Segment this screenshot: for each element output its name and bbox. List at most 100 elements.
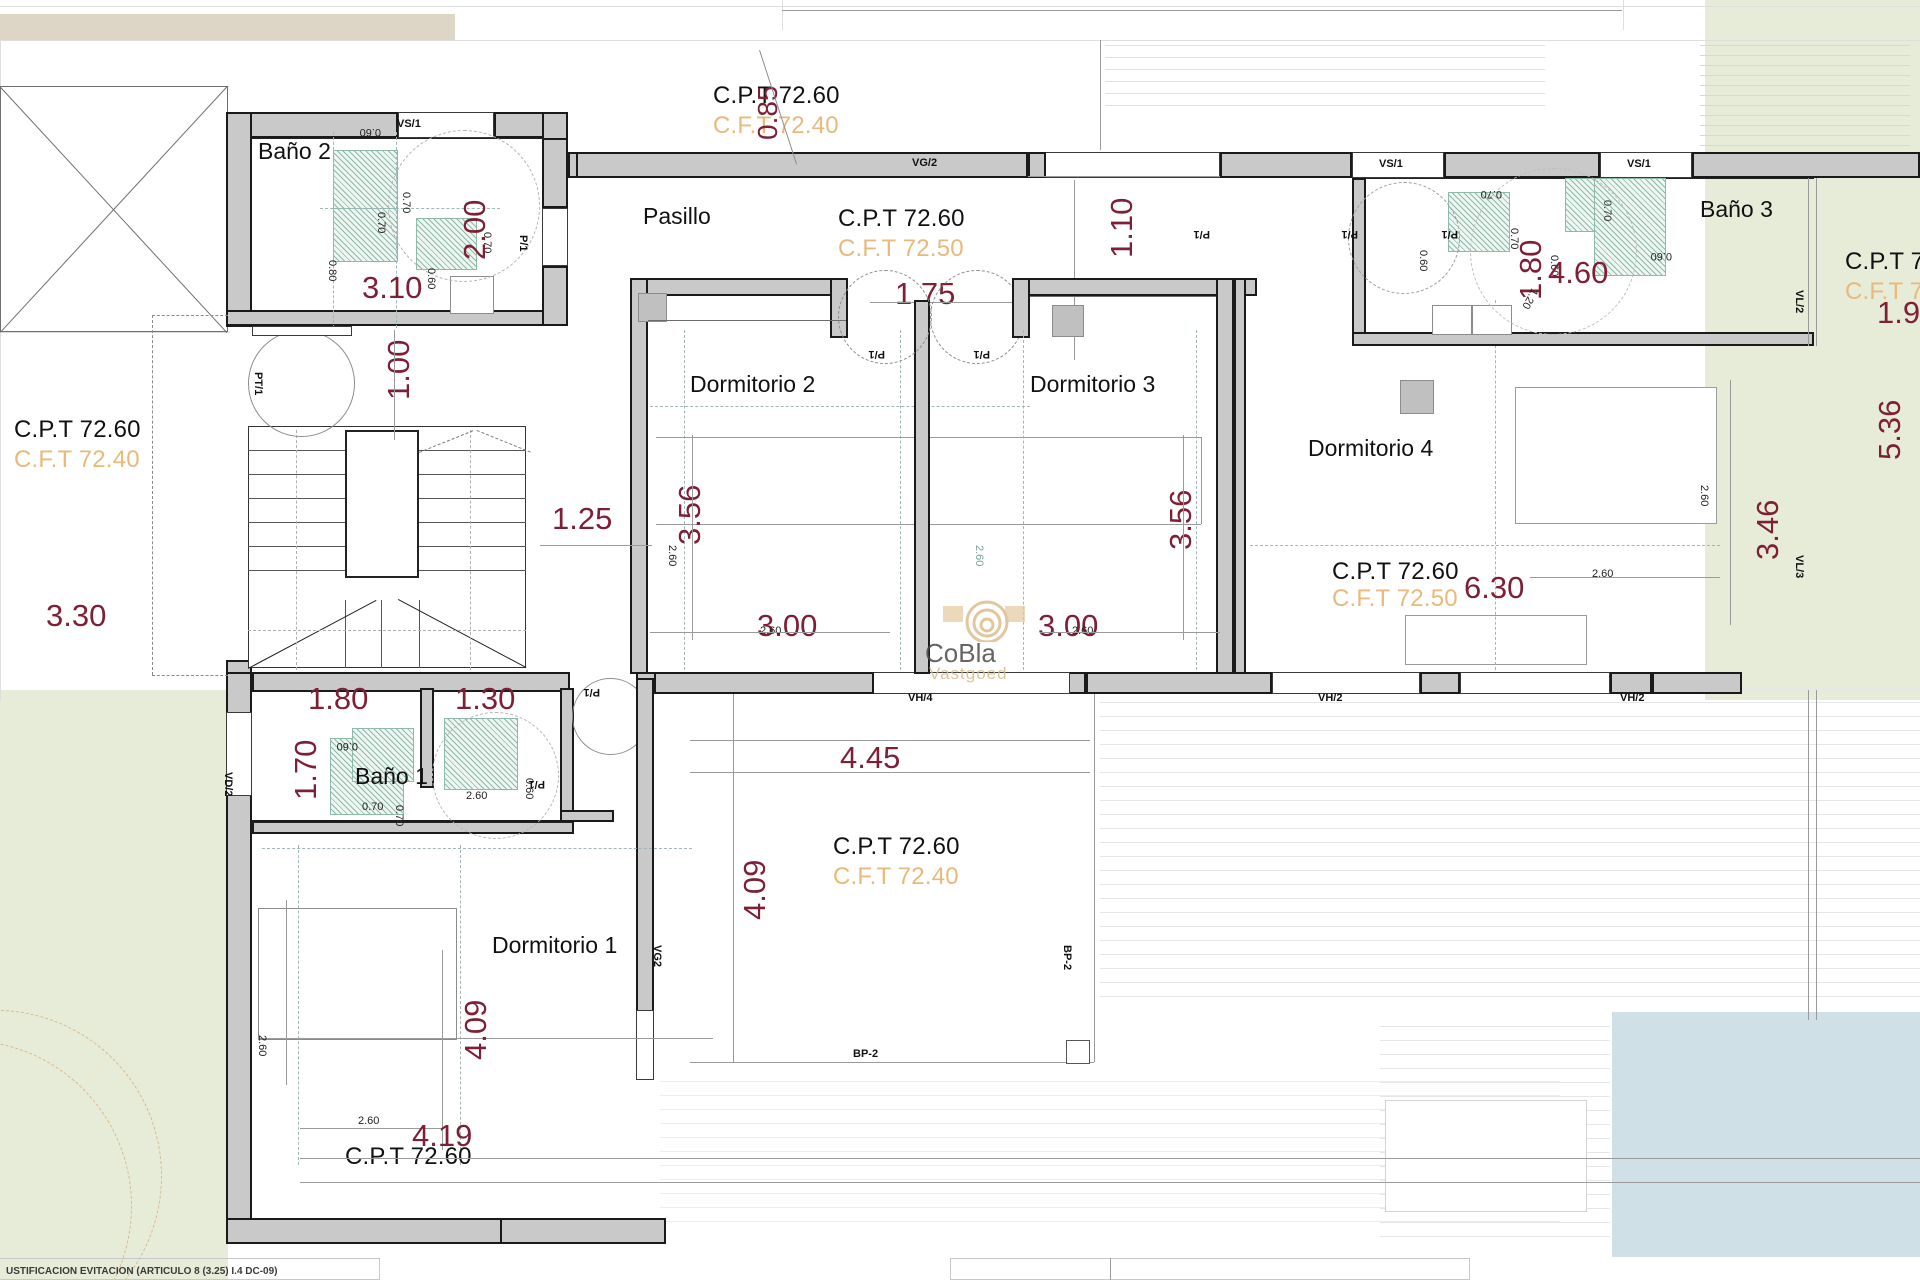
dim-line-dorm1-b — [300, 1158, 1920, 1159]
dim-2-60-b: 2.60 — [1072, 625, 1094, 637]
opening-tag-p1-dorm4b: P/1 — [1193, 228, 1210, 240]
door-swing-bano3 — [1470, 168, 1637, 335]
wall-pasillo-left-stub — [568, 152, 578, 178]
opening-tag-bp2-b: BP-2 — [853, 1048, 879, 1060]
dim-1-25: 1.25 — [552, 501, 613, 536]
setback-line — [152, 315, 228, 316]
dim-2-60-a: 2.60 — [760, 625, 782, 637]
window-opening-vs1-right[interactable] — [1600, 152, 1692, 178]
dim-2-60-dorm1b: 2.60 — [358, 1115, 380, 1127]
wall-r-bottom-2 — [1610, 672, 1652, 694]
door-swing-stair — [248, 330, 355, 437]
dim-4-45: 4.45 — [840, 740, 901, 775]
level-cft-terrace: C.F.T 72.40 — [833, 863, 959, 890]
opening-sill-vg2 — [1028, 176, 1220, 177]
bed-dorm1 — [258, 908, 457, 1040]
wall-r-bottom-3 — [1652, 672, 1742, 694]
room-label-bano3: Baño 3 — [1700, 196, 1773, 222]
window-opening-vh2-a[interactable] — [1272, 672, 1420, 694]
dim-2-60-dorm2: 2.60 — [666, 545, 678, 567]
dim-4-09: 4.09 — [737, 859, 772, 920]
level-cpt-left: C.P.T 72.60 — [14, 416, 141, 443]
door-swing-bano2 — [388, 130, 540, 282]
grid-line — [320, 208, 500, 209]
dim-0-60-bano1: 0.60 — [336, 740, 358, 752]
wall-bano1-bottom-inner — [252, 822, 572, 823]
opening-tag-p1-bano2: P/1 — [517, 235, 529, 252]
wc-bano3-a — [1432, 305, 1472, 335]
setback-line — [152, 315, 153, 675]
window-opening-vh2-b[interactable] — [1460, 672, 1610, 694]
wall-bano2-right-lower[interactable] — [542, 208, 568, 266]
wall-exterior-top-left — [226, 112, 398, 138]
door-swing-bano1 — [432, 712, 559, 839]
stair-center-dash — [296, 430, 297, 670]
opening-tag-p1-dorm4: P/1 — [1341, 228, 1358, 240]
dim-1-00: 1.00 — [381, 339, 416, 400]
dim-0-80-bano2: 0.80 — [326, 260, 338, 282]
grid-line — [1250, 545, 1720, 546]
grid-line — [262, 848, 692, 849]
furniture-dorm4-2 — [1405, 615, 1587, 665]
window-opening-vg2[interactable] — [1028, 152, 1220, 178]
wall-bottom-exterior-r — [500, 1218, 666, 1244]
dim-line-3-56 — [692, 435, 693, 640]
opening-tag-vl3: VL/3 — [1793, 555, 1805, 579]
wc-bano2 — [450, 276, 494, 314]
context-rect — [1385, 1100, 1587, 1212]
door-leaf-pt1[interactable] — [252, 326, 352, 336]
opening-tag-vh2-b: VH/2 — [1620, 692, 1645, 704]
window-opening-vs1-mid[interactable] — [1352, 152, 1444, 178]
dim-line-1-00 — [394, 330, 395, 440]
dim-0-60-bano2: 0.60 — [359, 126, 381, 138]
site-line — [782, 0, 783, 30]
opening-tag-vh4: VH/4 — [908, 692, 933, 704]
shaft-line — [1816, 690, 1817, 1020]
wall-dorm3-right — [1216, 278, 1234, 674]
pillar-dorm2 — [638, 293, 667, 322]
dim-0-70-bano3-b: 0.70 — [1480, 188, 1502, 200]
dim-1-70: 1.70 — [288, 739, 323, 800]
shower-tray-bano2 — [333, 150, 398, 210]
level-cpt-terrace: C.P.T 72.60 — [833, 833, 960, 860]
dim-3-46: 3.46 — [1750, 499, 1785, 560]
stair-step — [419, 474, 526, 475]
opening-tag-pt1: PT/1 — [252, 372, 264, 396]
dim-2-00: 2.00 — [457, 199, 492, 260]
grid-line — [1023, 330, 1024, 670]
level-cpt-right: C.P.T 7 — [1845, 248, 1920, 275]
grid-line — [900, 330, 901, 670]
furniture-dorm4 — [1515, 387, 1717, 524]
dim-0-70-bano2-a: 0.70 — [375, 212, 387, 234]
level-cft-top: C.F.T 72.40 — [713, 112, 839, 139]
room-label-dormitorio4: Dormitorio 4 — [1308, 435, 1434, 461]
dim-3-00-b: 3.00 — [1038, 608, 1099, 643]
window-opening-vd2[interactable] — [226, 712, 252, 796]
pillar-dorm4 — [1400, 380, 1434, 414]
room-label-bano1: Baño 1 — [355, 763, 428, 789]
dim-0-60-bano3: 0.60 — [1417, 250, 1429, 272]
grid-line — [1196, 330, 1197, 670]
stair-riser — [345, 600, 346, 668]
dim-6-30: 6.30 — [1464, 570, 1525, 605]
footer-note: USTIFICACION EVITACION (ARTICULO 8 (3.25… — [6, 1266, 278, 1277]
site-line — [0, 6, 1920, 7]
grid-line — [684, 330, 685, 670]
wall-dorm2-left — [630, 278, 648, 674]
dim-1-80-b: 1.80 — [308, 681, 369, 716]
dim-1-30: 1.30 — [455, 681, 516, 716]
opening-tag-p1-bano3: P/1 — [1441, 228, 1458, 240]
dim-line-dorm1-c — [300, 1182, 1920, 1183]
opening-tag-vd2: VD/2 — [222, 772, 234, 797]
dim-3-56-a: 3.56 — [672, 484, 707, 545]
dim-3-56-b: 3.56 — [1163, 489, 1198, 550]
site-line — [1100, 40, 1101, 150]
level-cpt-top: C.P.T 72.60 — [713, 82, 840, 109]
terrace-edge — [733, 694, 734, 1062]
shaft-line — [1816, 178, 1817, 346]
wall-bano1-mid — [420, 688, 434, 788]
window-opening-vg2-dorm1[interactable] — [636, 1010, 654, 1080]
dim-line-dorm1 — [286, 900, 287, 1085]
dim-0-60-bano2-b: 0.60 — [425, 268, 437, 290]
watermark-brand: CoBla — [925, 638, 996, 668]
